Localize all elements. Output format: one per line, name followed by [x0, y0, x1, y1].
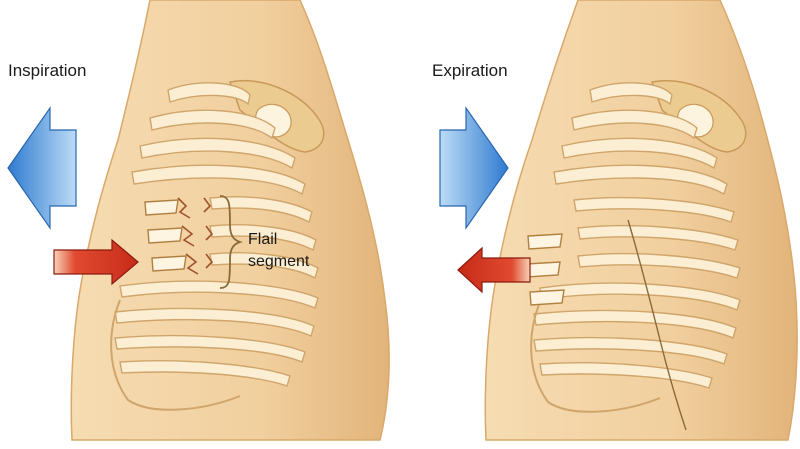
breathing-line — [627, 219, 687, 431]
flail-rib-fragment — [527, 233, 563, 250]
right-rib — [533, 336, 728, 365]
left-rib — [119, 360, 291, 387]
left-rib — [167, 82, 251, 106]
right-rib — [533, 309, 737, 339]
flail-segment-label: Flail segment — [248, 229, 309, 273]
left-rib — [139, 137, 296, 170]
left-rib — [209, 252, 319, 280]
right-rib — [539, 362, 713, 389]
inspiration-title: Inspiration — [8, 61, 87, 80]
right-rib — [577, 224, 739, 251]
fracture-line — [177, 197, 199, 275]
right-rib — [571, 109, 698, 140]
flail-rib-fragment — [147, 227, 183, 244]
right-rib-cage — [530, 82, 741, 413]
flail-label-line1: Flail — [248, 231, 278, 248]
right-cartilage — [530, 301, 661, 413]
right-rib — [573, 196, 735, 223]
left-rib — [131, 164, 306, 196]
flail-rib-fragment — [151, 255, 187, 272]
right-rib — [561, 137, 718, 170]
blue-right-arrow — [439, 106, 509, 230]
blue-left-arrow — [7, 106, 77, 230]
right-rib — [589, 82, 673, 106]
right-rib — [577, 252, 741, 279]
right-flail-segment — [525, 233, 565, 306]
left-cartilage — [110, 299, 241, 411]
expiration-title: Expiration — [432, 61, 508, 80]
left-flail-segment — [144, 197, 214, 275]
right-rib — [553, 164, 728, 196]
left-rib-cage — [110, 82, 319, 411]
left-rib — [209, 196, 313, 224]
red-right-arrow — [53, 238, 139, 286]
fracture-line — [203, 197, 214, 269]
left-rib — [114, 307, 315, 337]
flail-label-line2: segment — [248, 253, 310, 270]
left-rib — [209, 224, 317, 252]
flail-brace — [219, 195, 243, 289]
flail-rib-fragment — [525, 261, 561, 278]
flail-rib-fragment — [144, 199, 179, 216]
left-rib — [149, 109, 276, 140]
left-rib — [119, 280, 319, 309]
red-left-arrow — [457, 246, 531, 294]
right-rib — [539, 282, 741, 311]
flail-rib-fragment — [529, 289, 565, 306]
left-rib — [114, 335, 306, 363]
